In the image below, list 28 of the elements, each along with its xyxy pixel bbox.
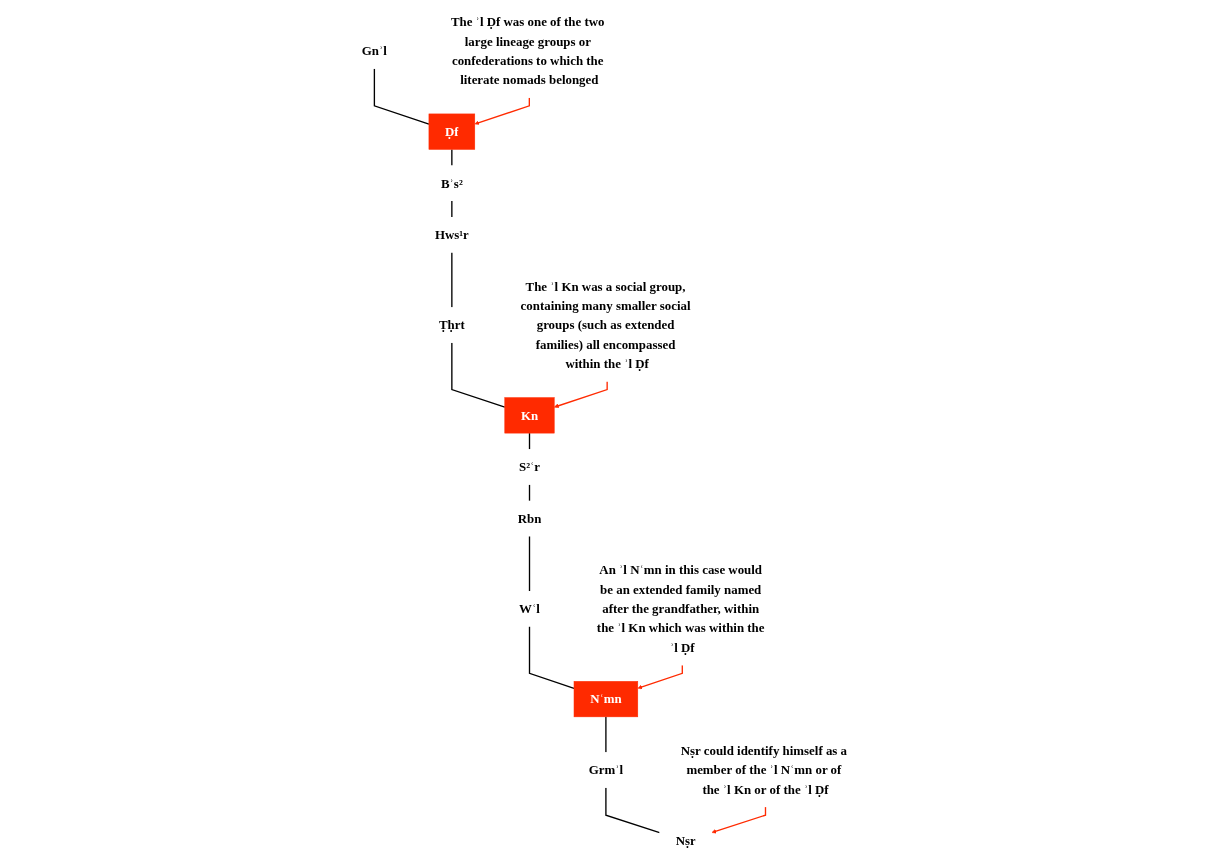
node-text: Bʾs² [440,176,463,191]
node-text: An ʾl Nʿmn in this case would be an extended family named after the grandfather, within the ʾl Kn which was within the ʾl Ḍf [596,563,765,655]
node-text: Rbn [517,511,542,526]
connector [605,716,607,753]
node-box: Ḍf [428,113,476,150]
node-text: Ṭḥrt [438,318,465,333]
arrow [637,664,683,690]
arrow [474,97,530,125]
node-text: Gnʾl [361,44,387,59]
node-text: The ʾl Ḍf was one of the two large lineage groups or confederations to which the literate nomads belonged [450,15,605,88]
arrow [554,380,608,409]
node-text: Wʿl [519,601,540,616]
connector [605,787,661,834]
node-text: S²ʿr [518,459,541,474]
connector [528,625,575,689]
connector [451,148,453,167]
node-text: The ʾl Kn was a social group, containing many smaller social groups (such as extended families) all encompassed within the ʾl Ḍf [520,279,691,371]
node-text: Hws¹r [434,227,469,242]
node-box: Nʿmn [573,681,639,718]
node-box: Kn [504,397,555,434]
node-text: Nṣr [675,833,696,848]
arrow [711,806,767,834]
connector [451,342,506,408]
node-text: Nṣr could identify himself as a member of the ʾl Nʿmn or of the ʾl Kn or of the ʾl Ḍf [680,743,848,797]
connector [528,535,531,592]
node-text: Grmʾl [588,763,624,778]
connector [451,251,453,309]
connector [451,200,453,218]
